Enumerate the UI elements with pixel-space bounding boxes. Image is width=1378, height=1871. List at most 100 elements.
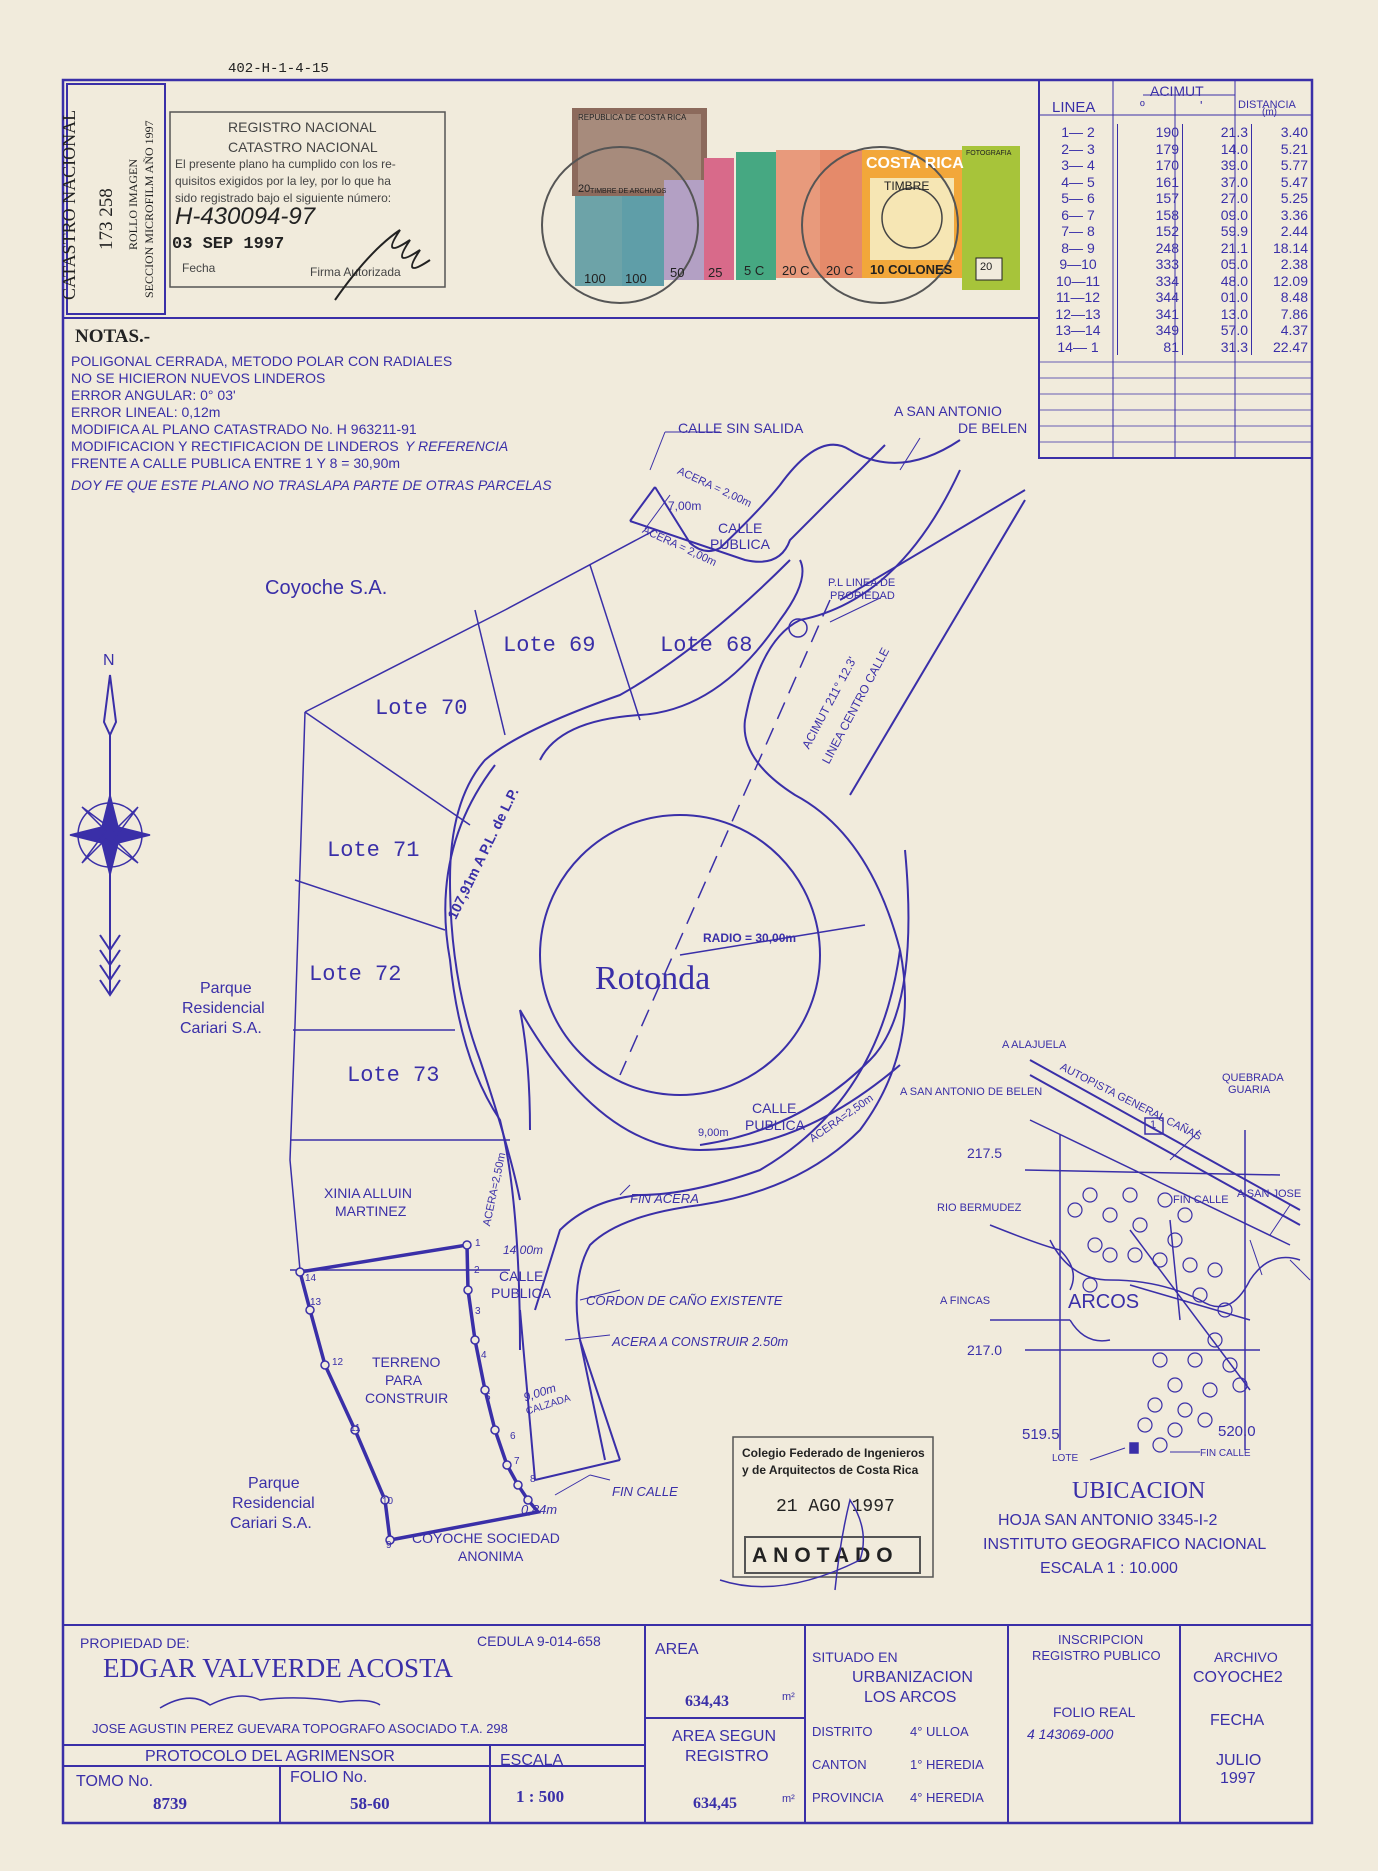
- cell-linea: 5— 6: [1061, 190, 1095, 207]
- map-x-5195: 519.5: [1022, 1426, 1060, 1443]
- label-calle-publica-low: CALLE: [499, 1268, 544, 1284]
- map-quebrada-1: QUEBRADA: [1222, 1072, 1284, 1084]
- point-4: 4: [481, 1350, 487, 1361]
- cell-grados: 248: [1117, 239, 1183, 256]
- cell-grados: 333: [1117, 256, 1183, 273]
- point-9: 9: [386, 1540, 392, 1551]
- nota-handwritten-1: Y REFERENCIA: [405, 438, 509, 454]
- label-xinia-2: MARTINEZ: [335, 1203, 407, 1219]
- cell-minutos: 09.0: [1182, 206, 1252, 223]
- registro-fecha-label: Fecha: [182, 261, 216, 275]
- point-13: 13: [310, 1297, 322, 1308]
- cell-linea: 14— 1: [1057, 338, 1099, 355]
- cell-distancia: 2.38: [1251, 256, 1311, 273]
- nota-line-4: ERROR LINEAL: 0,12m: [71, 404, 221, 420]
- stamp-fotografia: FOTOGRAFIA: [966, 150, 1012, 157]
- label-calle-publica-mid-2: PUBLICA: [745, 1117, 805, 1133]
- cell-grados: 334: [1117, 272, 1183, 289]
- tb-protocolo: PROTOCOLO DEL AGRIMENSOR: [145, 1748, 395, 1765]
- cell-minutos: 13.0: [1182, 305, 1252, 322]
- tb-archivo-value: COYOCHE2: [1193, 1669, 1283, 1686]
- map-y-2170: 217.0: [967, 1342, 1003, 1358]
- label-terreno-2: PARA: [385, 1372, 423, 1388]
- cell-distancia: 8.48: [1251, 289, 1311, 306]
- label-radio: RADIO = 30,00m: [703, 931, 797, 945]
- stamp-timbre-archivos: TIMBRE DE ARCHIVOS: [590, 188, 667, 195]
- tb-folio-real-value: 4 143069-000: [1027, 1726, 1114, 1742]
- tb-area-reg-m2: m²: [782, 1793, 795, 1805]
- cell-grados: 349: [1117, 322, 1183, 339]
- tb-area-reg-1: AREA SEGUN: [672, 1728, 777, 1745]
- notas-title: NOTAS.-: [75, 326, 151, 347]
- stamp-value-20c-b: 20 C: [826, 263, 854, 278]
- registro-line1: REGISTRO NACIONAL: [228, 119, 377, 135]
- tb-area-label: AREA: [655, 1641, 699, 1658]
- cell-linea: 3— 4: [1061, 157, 1095, 174]
- cell-grados: 152: [1117, 223, 1183, 240]
- cell-grados: 344: [1117, 289, 1183, 306]
- label-terreno-3: CONSTRUIR: [365, 1390, 449, 1406]
- tb-folio-label: FOLIO No.: [290, 1769, 368, 1786]
- cell-linea: 8— 9: [1061, 239, 1095, 256]
- cell-linea: 13—14: [1055, 322, 1101, 339]
- stamp-republica: REPUBLICA DE COSTA RICA: [578, 113, 687, 122]
- point-8: 8: [530, 1474, 536, 1485]
- cell-linea: 4— 5: [1061, 173, 1095, 190]
- nota-line-3: ERROR ANGULAR: 0° 03': [71, 387, 236, 403]
- firma-colegio-icon: [719, 1498, 865, 1591]
- label-san-antonio-2: DE BELEN: [958, 420, 1028, 436]
- cell-minutos: 39.0: [1182, 157, 1252, 174]
- tb-folio-real-label: FOLIO REAL: [1053, 1704, 1136, 1720]
- cell-minutos: 48.0: [1182, 272, 1252, 289]
- rotonda-circle: [539, 814, 821, 1096]
- table-header-acimut: ACIMUT: [1150, 83, 1204, 99]
- label-pl-linea-1: P.L LINEA DE: [828, 577, 896, 589]
- tb-escala-value: 1 : 500: [516, 1787, 565, 1806]
- stamp-value-20c-a: 20 C: [782, 263, 810, 278]
- cell-distancia: 5.77: [1251, 157, 1311, 174]
- cell-minutos: 21.1: [1182, 239, 1252, 256]
- ubicacion-hoja: HOJA SAN ANTONIO 3345-I-2: [998, 1512, 1218, 1529]
- map-fin-calle: FIN CALLE: [1173, 1194, 1229, 1206]
- lote-71: Lote 71: [327, 838, 420, 863]
- tb-fecha-label: FECHA: [1210, 1712, 1265, 1729]
- cell-distancia: 7.86: [1251, 305, 1311, 322]
- stamp-timbre: TIMBRE: [884, 179, 930, 193]
- lote-73: Lote 73: [347, 1063, 440, 1088]
- cell-minutos: 57.0: [1182, 322, 1252, 339]
- label-coyoche-soc-1: COYOCHE SOCIEDAD: [412, 1530, 560, 1546]
- map-x-5200: 520.0: [1218, 1423, 1256, 1440]
- cell-distancia: 4.37: [1251, 322, 1311, 339]
- cell-grados: 161: [1117, 173, 1183, 190]
- ubicacion-title: UBICACION: [1072, 1478, 1206, 1504]
- cell-grados: 157: [1117, 190, 1183, 207]
- cell-distancia: 18.14: [1251, 239, 1311, 256]
- tb-situado: SITUADO EN: [812, 1649, 898, 1665]
- tb-urb-2: LOS ARCOS: [864, 1689, 957, 1706]
- cell-minutos: 14.0: [1182, 140, 1252, 157]
- stamp-costa-rica: COSTA RICA: [866, 155, 964, 172]
- label-calle-publica-low-2: PUBLICA: [491, 1285, 551, 1301]
- map-lote: LOTE: [1052, 1453, 1079, 1464]
- point-11: 11: [350, 1423, 361, 1434]
- cell-grados: 81: [1117, 338, 1183, 355]
- cell-distancia: 5.47: [1251, 173, 1311, 190]
- cell-distancia: 2.44: [1251, 223, 1311, 240]
- tb-inscripcion-1: INSCRIPCION: [1058, 1632, 1144, 1647]
- cell-linea: 7— 8: [1061, 223, 1095, 240]
- label-calle-sin-salida: CALLE SIN SALIDA: [678, 420, 804, 436]
- tb-tomo-value: 8739: [153, 1794, 187, 1813]
- map-san-jose: A SAN JOSE: [1237, 1188, 1302, 1200]
- map-quebrada-2: GUARIA: [1228, 1084, 1271, 1096]
- lote-72: Lote 72: [309, 962, 402, 987]
- map-arcos: ARCOS: [1068, 1291, 1140, 1313]
- tb-fecha-1: JULIO: [1216, 1752, 1262, 1769]
